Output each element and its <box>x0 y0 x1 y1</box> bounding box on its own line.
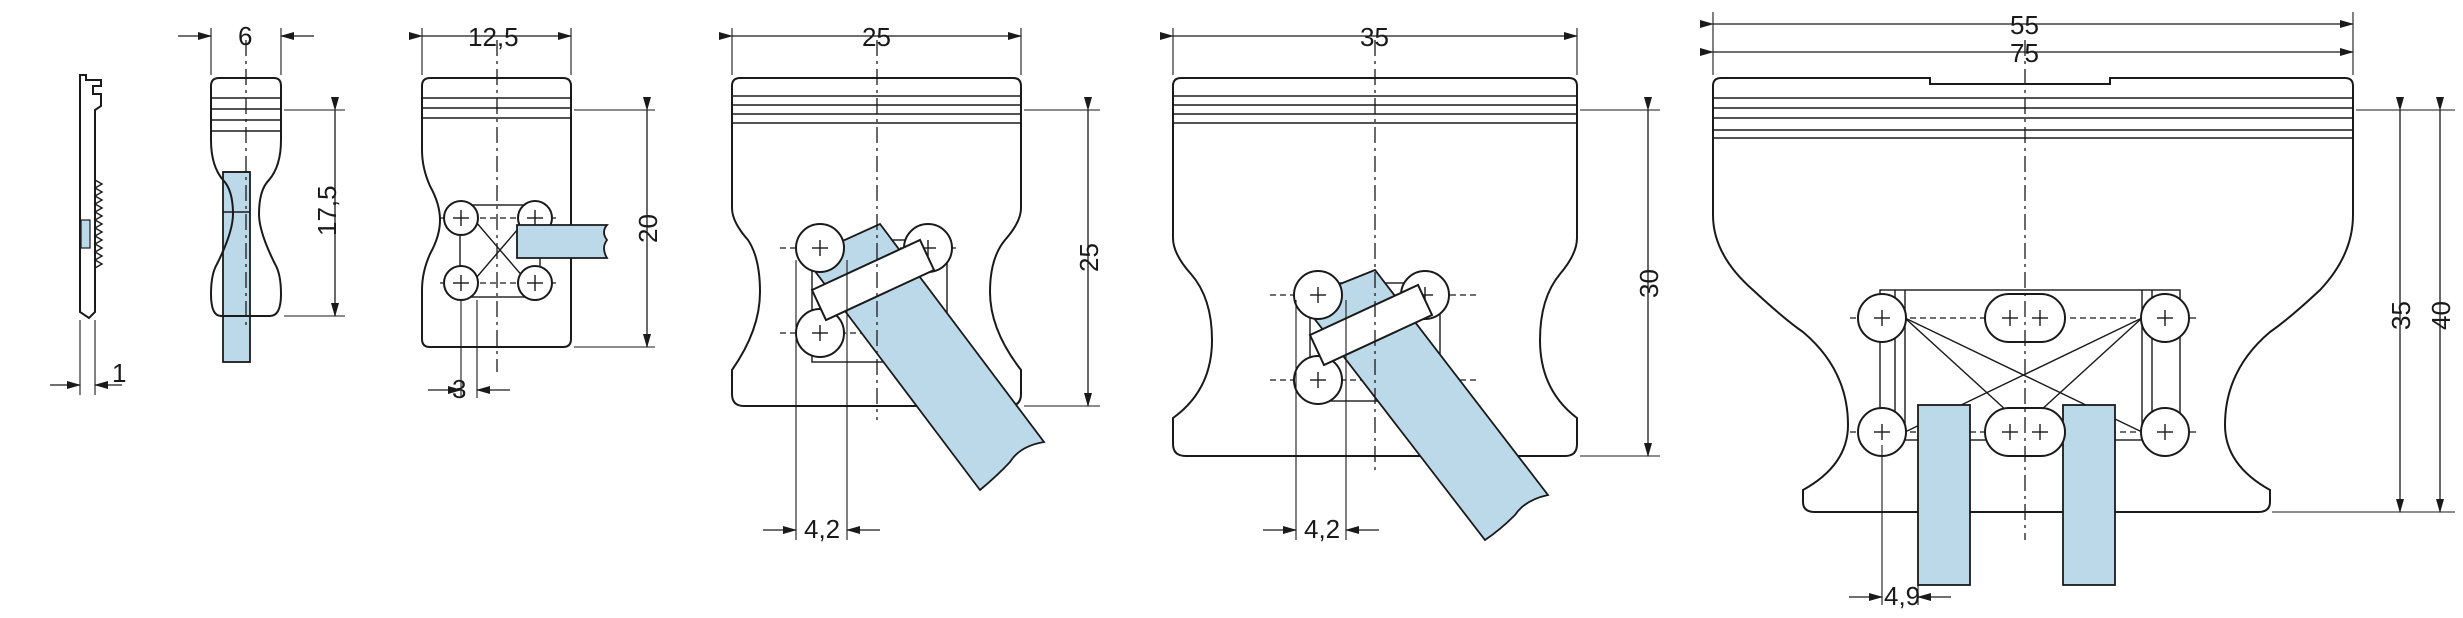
tie-12-5-dim-height: 20 <box>633 214 663 243</box>
tie-75-dim-offset: 4,9 <box>1884 581 1920 611</box>
tie-75-dim-width-inner: 55 <box>2010 10 2039 40</box>
tie-35-view: 35 30 4,2 <box>1160 22 1664 544</box>
tie-75-dim-width-outer: 75 <box>2010 38 2039 68</box>
tie-25-dim-offset: 4,2 <box>804 514 840 544</box>
side-profile-tab <box>80 219 91 249</box>
side-dim-thickness: 1 <box>112 358 126 388</box>
tie-35-dim-height: 30 <box>1634 269 1664 298</box>
tie-12-5-dim-offset: 3 <box>452 374 466 404</box>
tie-75-cable-left <box>1917 404 1971 586</box>
tie-12-5-view: 12,5 20 3 <box>409 22 663 404</box>
tie-75-dim-height-inner: 35 <box>2386 301 2416 330</box>
side-profile-outline <box>79 74 102 320</box>
tie-35-dim-offset: 4,2 <box>1304 514 1340 544</box>
tie-6-outline <box>209 77 283 317</box>
tie-25-dim-width: 25 <box>862 22 891 52</box>
tie-75-view: 55 75 35 40 4,9 <box>1700 10 2456 611</box>
tie-6-dim-height: 17,5 <box>312 185 342 236</box>
tie-6-view: 6 17,5 <box>178 21 345 363</box>
tie-35-strap <box>1308 283 1434 367</box>
tie-25-dim-height: 25 <box>1074 243 1104 272</box>
tie-75-cable-right <box>2062 404 2116 586</box>
tie-25-strap <box>810 238 936 322</box>
tie-6-dim-width: 6 <box>238 21 252 51</box>
side-profile-view: 1 <box>50 74 126 395</box>
tie-25-view: 25 25 4,2 <box>719 22 1104 544</box>
tie-12-5-cable <box>516 224 609 259</box>
tie-12-5-holes <box>443 200 553 301</box>
tie-75-dim-height-outer: 40 <box>2426 301 2456 330</box>
tie-12-5-dim-width: 12,5 <box>468 22 519 52</box>
side-profile-ribs <box>93 179 104 269</box>
tie-35-dim-width: 35 <box>1360 22 1389 52</box>
